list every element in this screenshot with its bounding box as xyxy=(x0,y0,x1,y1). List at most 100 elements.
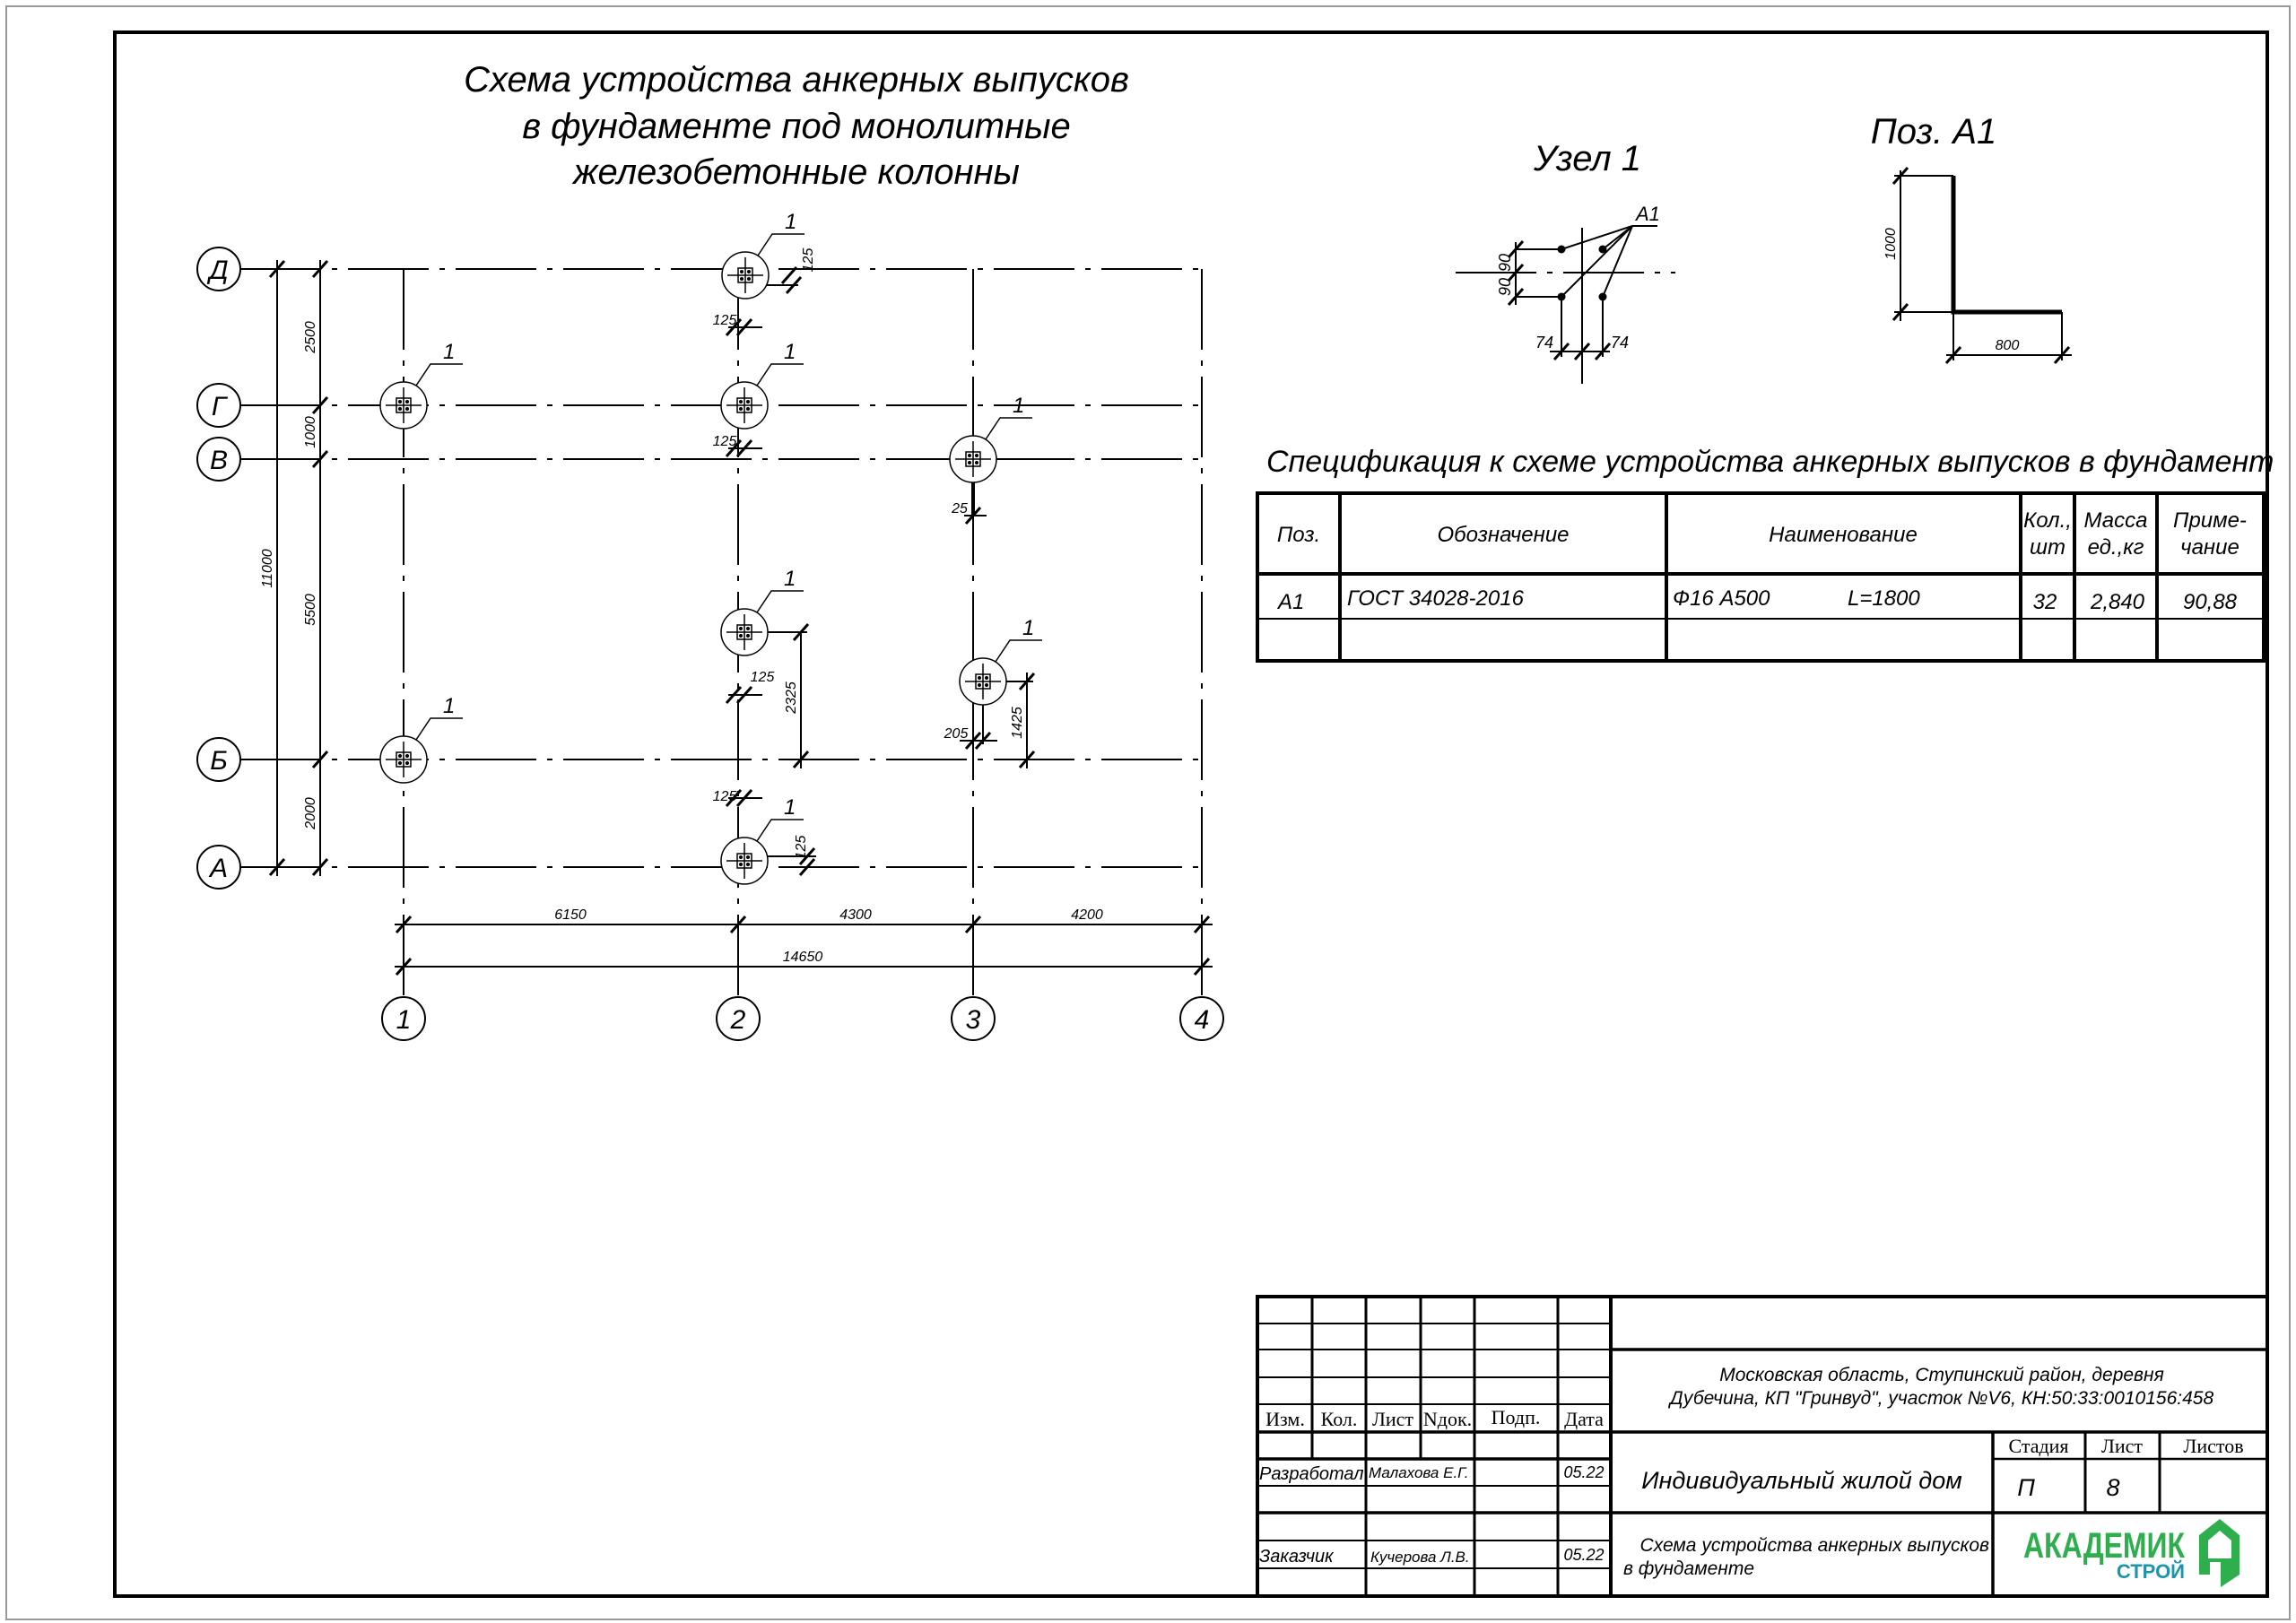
address-line: Дубечина, КП "Гринвуд", участок №V6, КН:… xyxy=(1668,1388,2214,1409)
sheet-label: Лист xyxy=(2101,1435,2143,1457)
dim-label: 74 xyxy=(1611,334,1629,352)
column-mark-label: 1 xyxy=(1013,394,1024,418)
sheet-value: 8 xyxy=(2106,1474,2119,1501)
bar-a1-detail: Поз. А1 1000 800 xyxy=(1871,112,2072,360)
spec-cell-designation: ГОСТ 34028-2016 xyxy=(1347,586,1525,611)
dim-label: 74 xyxy=(1535,334,1553,352)
plan-title-line: железобетонные колонны xyxy=(571,152,1020,192)
dim-label: 800 xyxy=(1996,338,2020,353)
dim-label: 25 xyxy=(951,501,968,516)
rebar-dot xyxy=(968,454,971,457)
column-anchor-mark: 1 xyxy=(721,210,804,299)
column-mark-label: 1 xyxy=(785,210,796,234)
axis-label: 1 xyxy=(396,1005,412,1035)
dim-label: 2500 xyxy=(303,321,318,354)
specification-table: Спецификация к схеме устройства анкерных… xyxy=(1256,445,2274,663)
company-logo: АКАДЕМИК СТРОЙ xyxy=(2023,1519,2239,1587)
rebar-dot xyxy=(747,270,751,273)
dim-tick xyxy=(725,789,743,807)
sheet-title-line: в фундаменте xyxy=(1623,1558,1754,1579)
rebar-dot xyxy=(398,761,402,765)
developed-name: Малахова Е.Г. xyxy=(1369,1464,1468,1481)
column-mark-label: 1 xyxy=(784,795,796,820)
dim-label: 125 xyxy=(713,789,737,804)
axis-label: 2 xyxy=(730,1005,746,1035)
rebar-dot xyxy=(398,400,402,404)
axis-label: Г xyxy=(212,392,229,421)
dim-tick xyxy=(1193,958,1211,976)
dim-label: 4200 xyxy=(1071,907,1103,923)
dim-label: 14650 xyxy=(783,950,823,965)
title-block: Изм. Кол. Лист Nдок. Подп. Дата Разработ… xyxy=(1256,1295,2269,1598)
spec-row: А1 ГОСТ 34028-2016 Ф16 А500 L=1800 32 2,… xyxy=(1276,586,2238,614)
leader-line xyxy=(415,717,463,741)
axis-bubble-row: А xyxy=(196,845,241,890)
spec-frame xyxy=(1256,491,2266,663)
dim-label: 125 xyxy=(713,434,737,449)
developed-label: Разработал xyxy=(1259,1464,1364,1484)
column-mark-label: 1 xyxy=(784,567,796,591)
title-block-grid xyxy=(1257,1297,2267,1596)
spec-cell-name: Ф16 А500 xyxy=(1673,586,1770,611)
column-anchor-mark: 1 xyxy=(720,795,804,885)
rebar-dot xyxy=(398,754,402,758)
spec-header-name: Наименование xyxy=(1769,523,1918,547)
stage-label: Стадия xyxy=(2008,1435,2068,1457)
tb-header: Изм. xyxy=(1265,1408,1305,1430)
dim-label: 4300 xyxy=(839,907,872,923)
rebar-dot xyxy=(739,627,743,630)
logo-house-icon xyxy=(2208,1531,2231,1558)
spec-header-designation: Обозначение xyxy=(1437,523,1569,547)
title-block-frame xyxy=(1256,1295,2269,1598)
rebar-dot xyxy=(740,277,744,281)
rebar-dot xyxy=(398,407,402,411)
spec-header-note: Приме- xyxy=(2173,508,2247,533)
dim-tick xyxy=(1018,673,1036,690)
leader-line xyxy=(415,363,463,386)
dim-tick xyxy=(735,789,753,807)
rebar-dot xyxy=(975,461,978,464)
spec-header-mass: ед.,кг xyxy=(2088,535,2144,560)
leader-line xyxy=(995,639,1042,663)
column-anchor-mark: 1 xyxy=(720,567,804,656)
developed-date: 05.22 xyxy=(1563,1463,1604,1481)
plan-title-line: Схема устройства анкерных выпусков xyxy=(464,60,1129,100)
rebar-dot xyxy=(405,761,409,765)
object-name: Индивидуальный жилой дом xyxy=(1641,1467,1962,1494)
rebar-dot xyxy=(739,855,743,859)
spec-cell-mass: 2,840 xyxy=(2090,590,2145,614)
spec-title: Спецификация к схеме устройства анкерных… xyxy=(1266,445,2274,479)
axis-label: Д xyxy=(206,256,228,285)
dim-tick xyxy=(964,507,982,525)
customer-name: Кучерова Л.В. xyxy=(1370,1549,1470,1566)
dim-label: 125 xyxy=(794,836,809,860)
dim-tick xyxy=(735,439,753,457)
dim-tick xyxy=(311,396,329,414)
rebar-dot xyxy=(746,407,750,411)
plan-title: Схема устройства анкерных выпусков в фун… xyxy=(464,60,1129,192)
dim-label: 1000 xyxy=(1883,228,1899,260)
dim-tick xyxy=(311,751,329,768)
logo-text: АКАДЕМИК xyxy=(2023,1526,2185,1566)
leader-line xyxy=(757,233,804,256)
sheet-title-line: Схема устройства анкерных выпусков xyxy=(1640,1535,1990,1556)
column-mark-label: 1 xyxy=(443,340,455,364)
leader-line xyxy=(756,819,804,842)
logo-text: СТРОЙ xyxy=(2117,1560,2185,1583)
axis-bubble-row: В xyxy=(196,437,241,482)
axis-bubble-row: Б xyxy=(196,737,241,782)
dim-label: 6150 xyxy=(554,907,587,923)
customer-label: Заказчик xyxy=(1259,1547,1335,1567)
dim-tick xyxy=(785,276,803,294)
tb-header: Дата xyxy=(1564,1408,1604,1430)
rebar-dot xyxy=(405,407,409,411)
rebar-dot xyxy=(747,277,751,281)
dim-tick xyxy=(268,858,286,876)
rebar-dot xyxy=(746,863,750,866)
spec-header-note: чание xyxy=(2180,535,2239,560)
axis-label: В xyxy=(210,446,228,475)
dim-tick xyxy=(798,847,816,865)
tb-header: Подп. xyxy=(1492,1406,1541,1428)
column-mark-label: 1 xyxy=(443,694,455,718)
